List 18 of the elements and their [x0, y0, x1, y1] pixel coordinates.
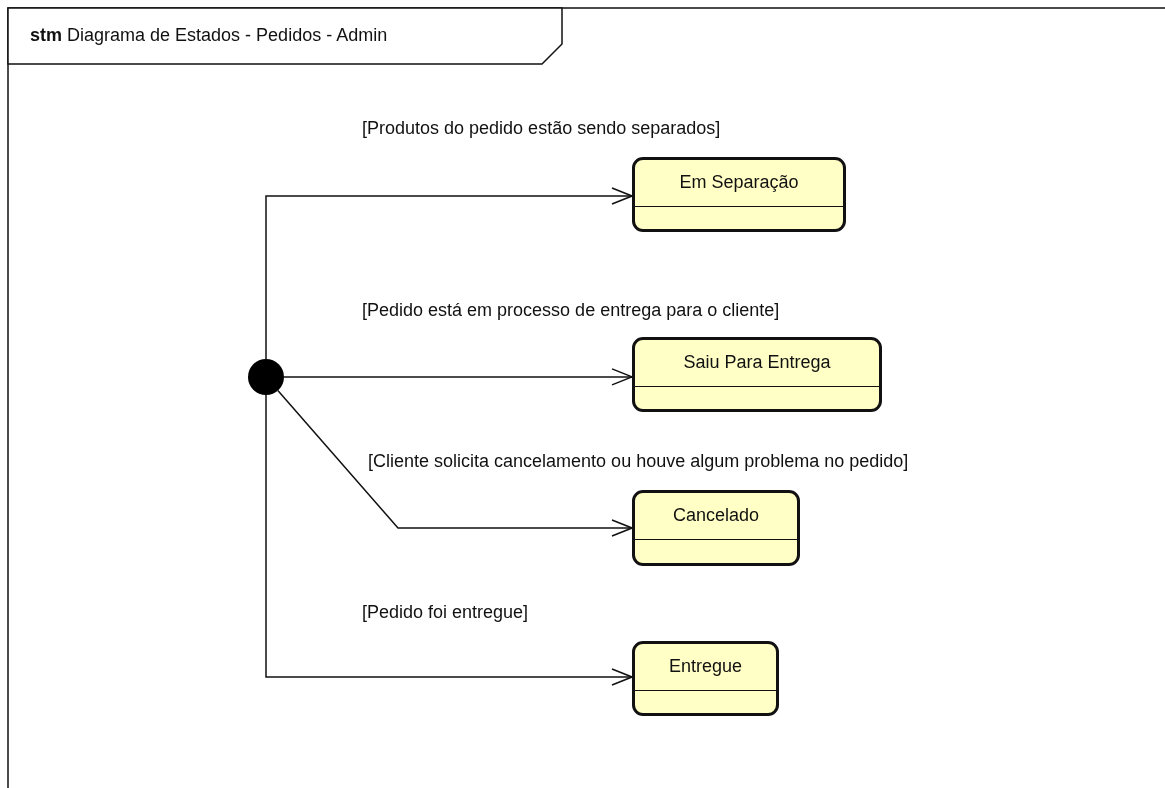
state-box [632, 641, 779, 716]
guard-condition: [Pedido está em processo de entrega para o cliente] [362, 300, 780, 321]
state-name: Entregue [667, 656, 744, 677]
guard-condition: [Pedido foi entregue] [362, 602, 529, 623]
state-name: Cancelado [671, 505, 761, 526]
transition-arrow [283, 368, 633, 386]
initial-state [248, 359, 284, 395]
guard-condition: [Produtos do pedido estão sendo separados] [362, 118, 721, 139]
guard-condition: [Cliente solicita cancelamento ou houve algum problema no pedido] [368, 451, 909, 472]
transition-arrow [277, 389, 633, 537]
state-name: Saiu Para Entrega [682, 352, 832, 373]
state-box [632, 157, 846, 232]
state-name: Em Separação [678, 172, 800, 193]
transition-arrow [265, 187, 633, 360]
state-box [632, 337, 882, 412]
state-box [632, 490, 800, 566]
diagram-title: stm Diagrama de Estados - Pedidos - Admin [30, 25, 388, 46]
transition-arrow [265, 394, 633, 686]
